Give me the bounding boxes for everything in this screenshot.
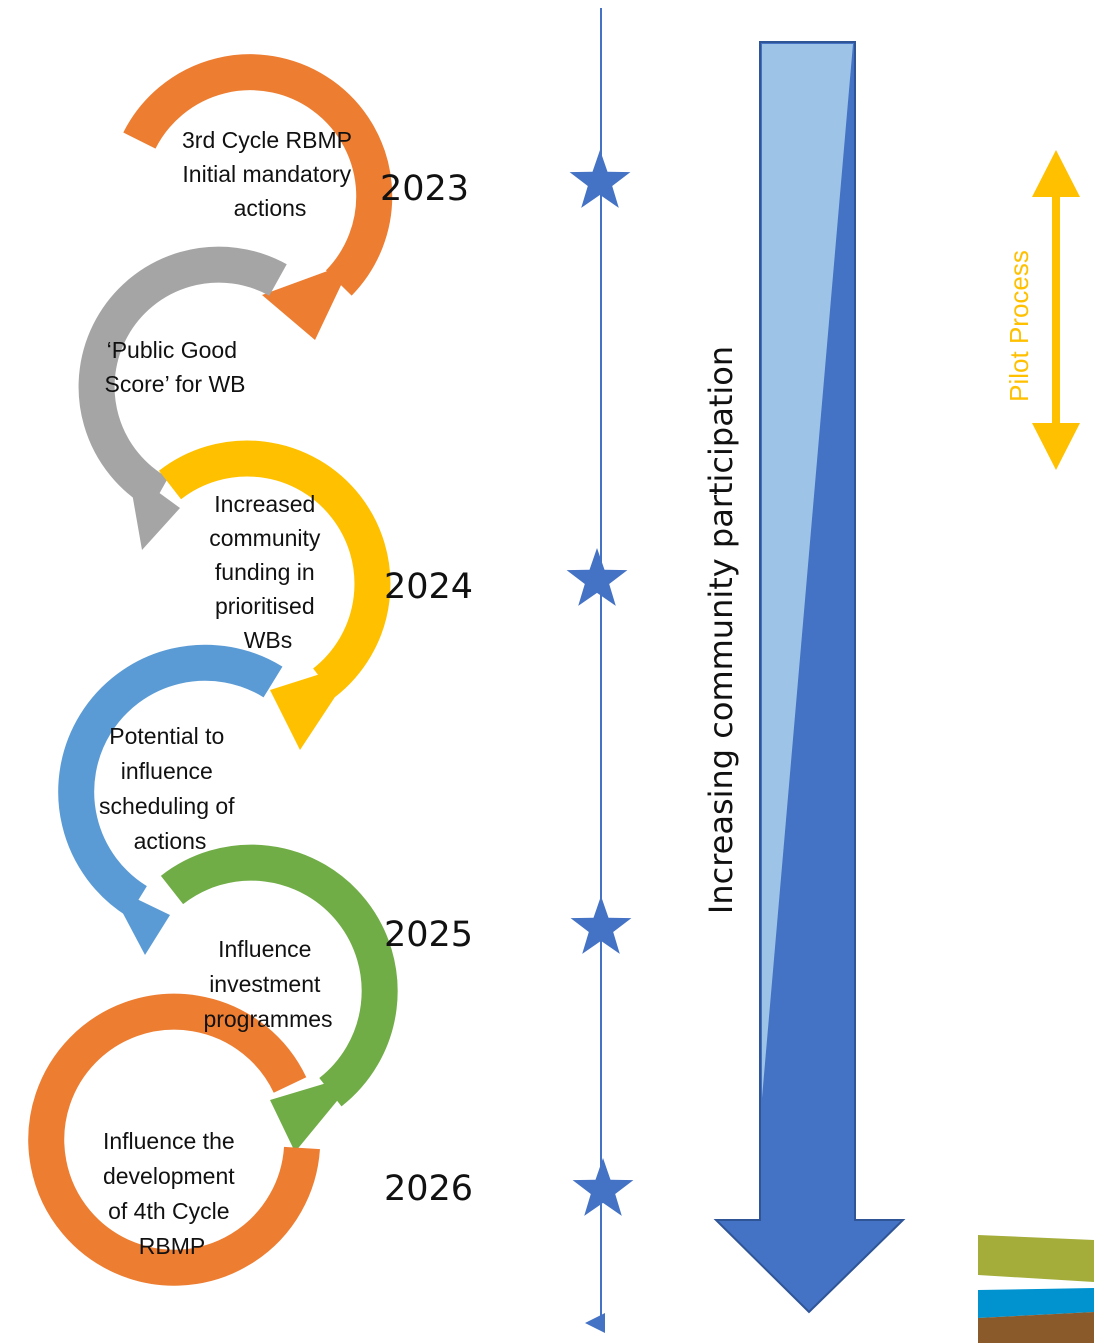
pilot-process-label: Pilot Process (1004, 250, 1034, 402)
step-2-arrow (78, 246, 287, 550)
step-2-text: ‘Public Good Score’ for WB (104, 337, 245, 397)
step-3-text: Increased community funding in prioritis… (209, 491, 327, 653)
milestone-star-icon (566, 548, 628, 606)
step-4-arrow (58, 644, 283, 955)
step-6-text: Influence the development of 4th Cycle R… (103, 1128, 241, 1259)
year-label: 2025 (384, 915, 473, 955)
milestone-star-icon (569, 150, 631, 208)
milestone-star-icon (572, 1158, 634, 1216)
pilot-double-arrow-icon (1032, 150, 1080, 470)
step-3-arrow (158, 440, 391, 750)
year-label: 2023 (380, 169, 469, 209)
step-5-text: Influence investment programmes (203, 936, 332, 1032)
step-1-arrow (123, 54, 393, 340)
step-1-text: 3rd Cycle RBMP Initial mandatory actions (182, 127, 358, 221)
step-6-arrow (28, 993, 320, 1286)
step-4-text: Potential to influence scheduling of act… (99, 723, 241, 854)
participation-label: Increasing community participation (702, 346, 740, 914)
step-5-arrow (160, 844, 398, 1152)
year-label: 2024 (384, 567, 473, 607)
year-label: 2026 (384, 1169, 473, 1209)
milestone-star-icon (570, 896, 632, 954)
logo-stripes (978, 1235, 1094, 1343)
participation-arrow (713, 41, 906, 1314)
